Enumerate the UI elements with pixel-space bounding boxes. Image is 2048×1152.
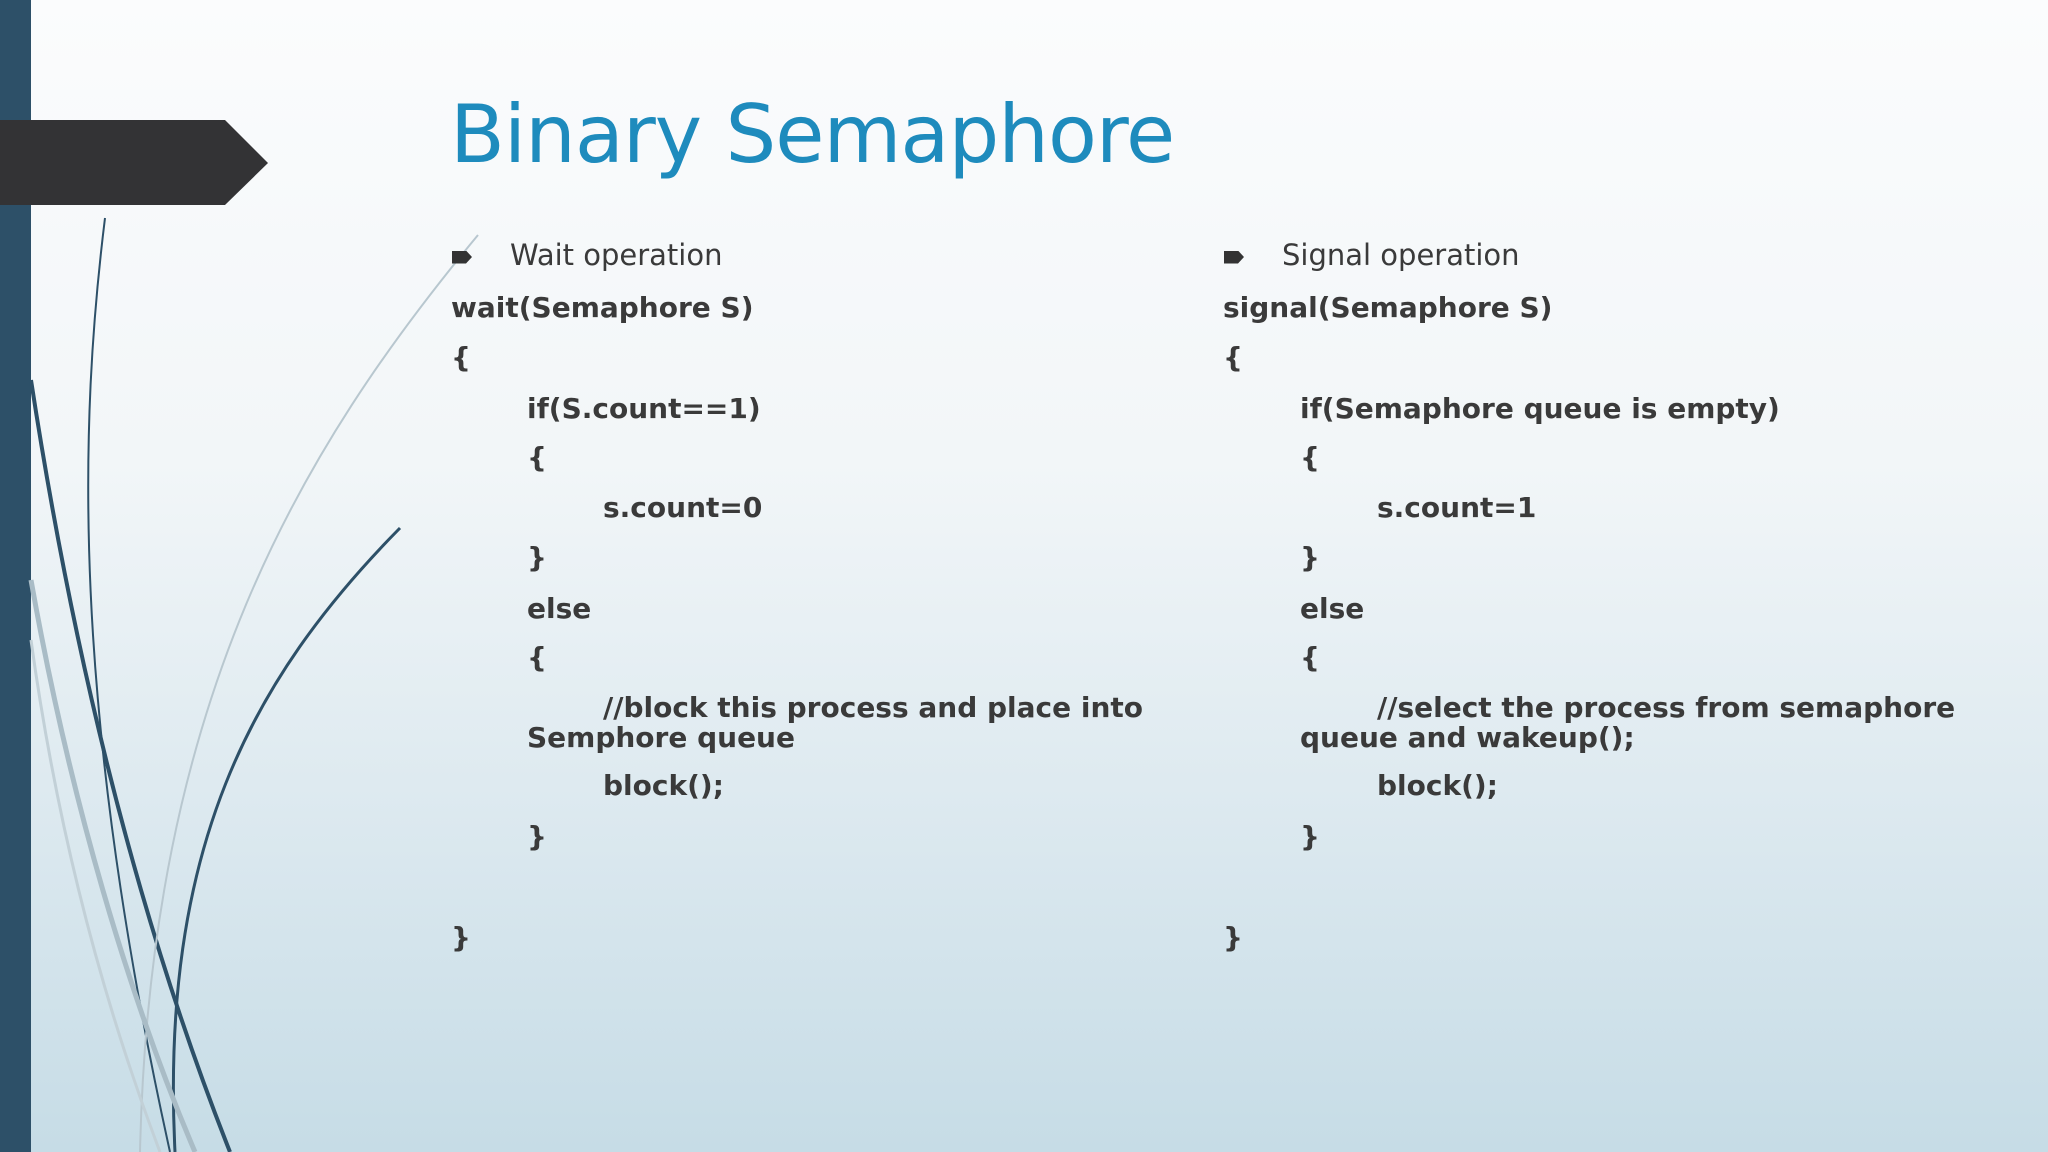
code-line: { [1223, 341, 1243, 374]
code-line: block(); [603, 769, 724, 802]
code-line: } [1223, 921, 1243, 954]
code-line: signal(Semaphore S) [1223, 291, 1553, 324]
code-line: s.count=0 [603, 491, 763, 524]
bullet-signal: Signal operation [1224, 238, 1520, 272]
bullet-text: Wait operation [510, 238, 723, 272]
title-arrow-shape [0, 120, 268, 205]
bullet-text: Signal operation [1282, 238, 1520, 272]
bullet-wait: Wait operation [452, 238, 722, 272]
code-line: else [527, 592, 592, 625]
code-line: { [1300, 641, 1320, 674]
code-line: } [1300, 820, 1320, 853]
code-line: { [527, 441, 547, 474]
code-line: queue and wakeup(); [1300, 721, 1635, 754]
code-line: } [451, 921, 471, 954]
slide-title: Binary Semaphore [450, 88, 1175, 181]
arrow-bullet-icon [1224, 250, 1244, 264]
code-line: } [1300, 541, 1320, 574]
code-line: { [1300, 441, 1320, 474]
code-line: else [1300, 592, 1365, 625]
code-line: if(S.count==1) [527, 392, 761, 425]
code-line: } [527, 820, 547, 853]
code-line: Semphore queue [527, 721, 795, 754]
code-line: //block this process and place into [603, 691, 1144, 724]
code-line: { [451, 341, 471, 374]
code-line: block(); [1377, 769, 1498, 802]
code-line: if(Semaphore queue is empty) [1300, 392, 1780, 425]
code-line: s.count=1 [1377, 491, 1537, 524]
code-line: { [527, 641, 547, 674]
code-line: wait(Semaphore S) [451, 291, 754, 324]
arrow-bullet-icon [452, 250, 472, 264]
code-line: } [527, 541, 547, 574]
code-line: //select the process from semaphore [1377, 691, 1956, 724]
